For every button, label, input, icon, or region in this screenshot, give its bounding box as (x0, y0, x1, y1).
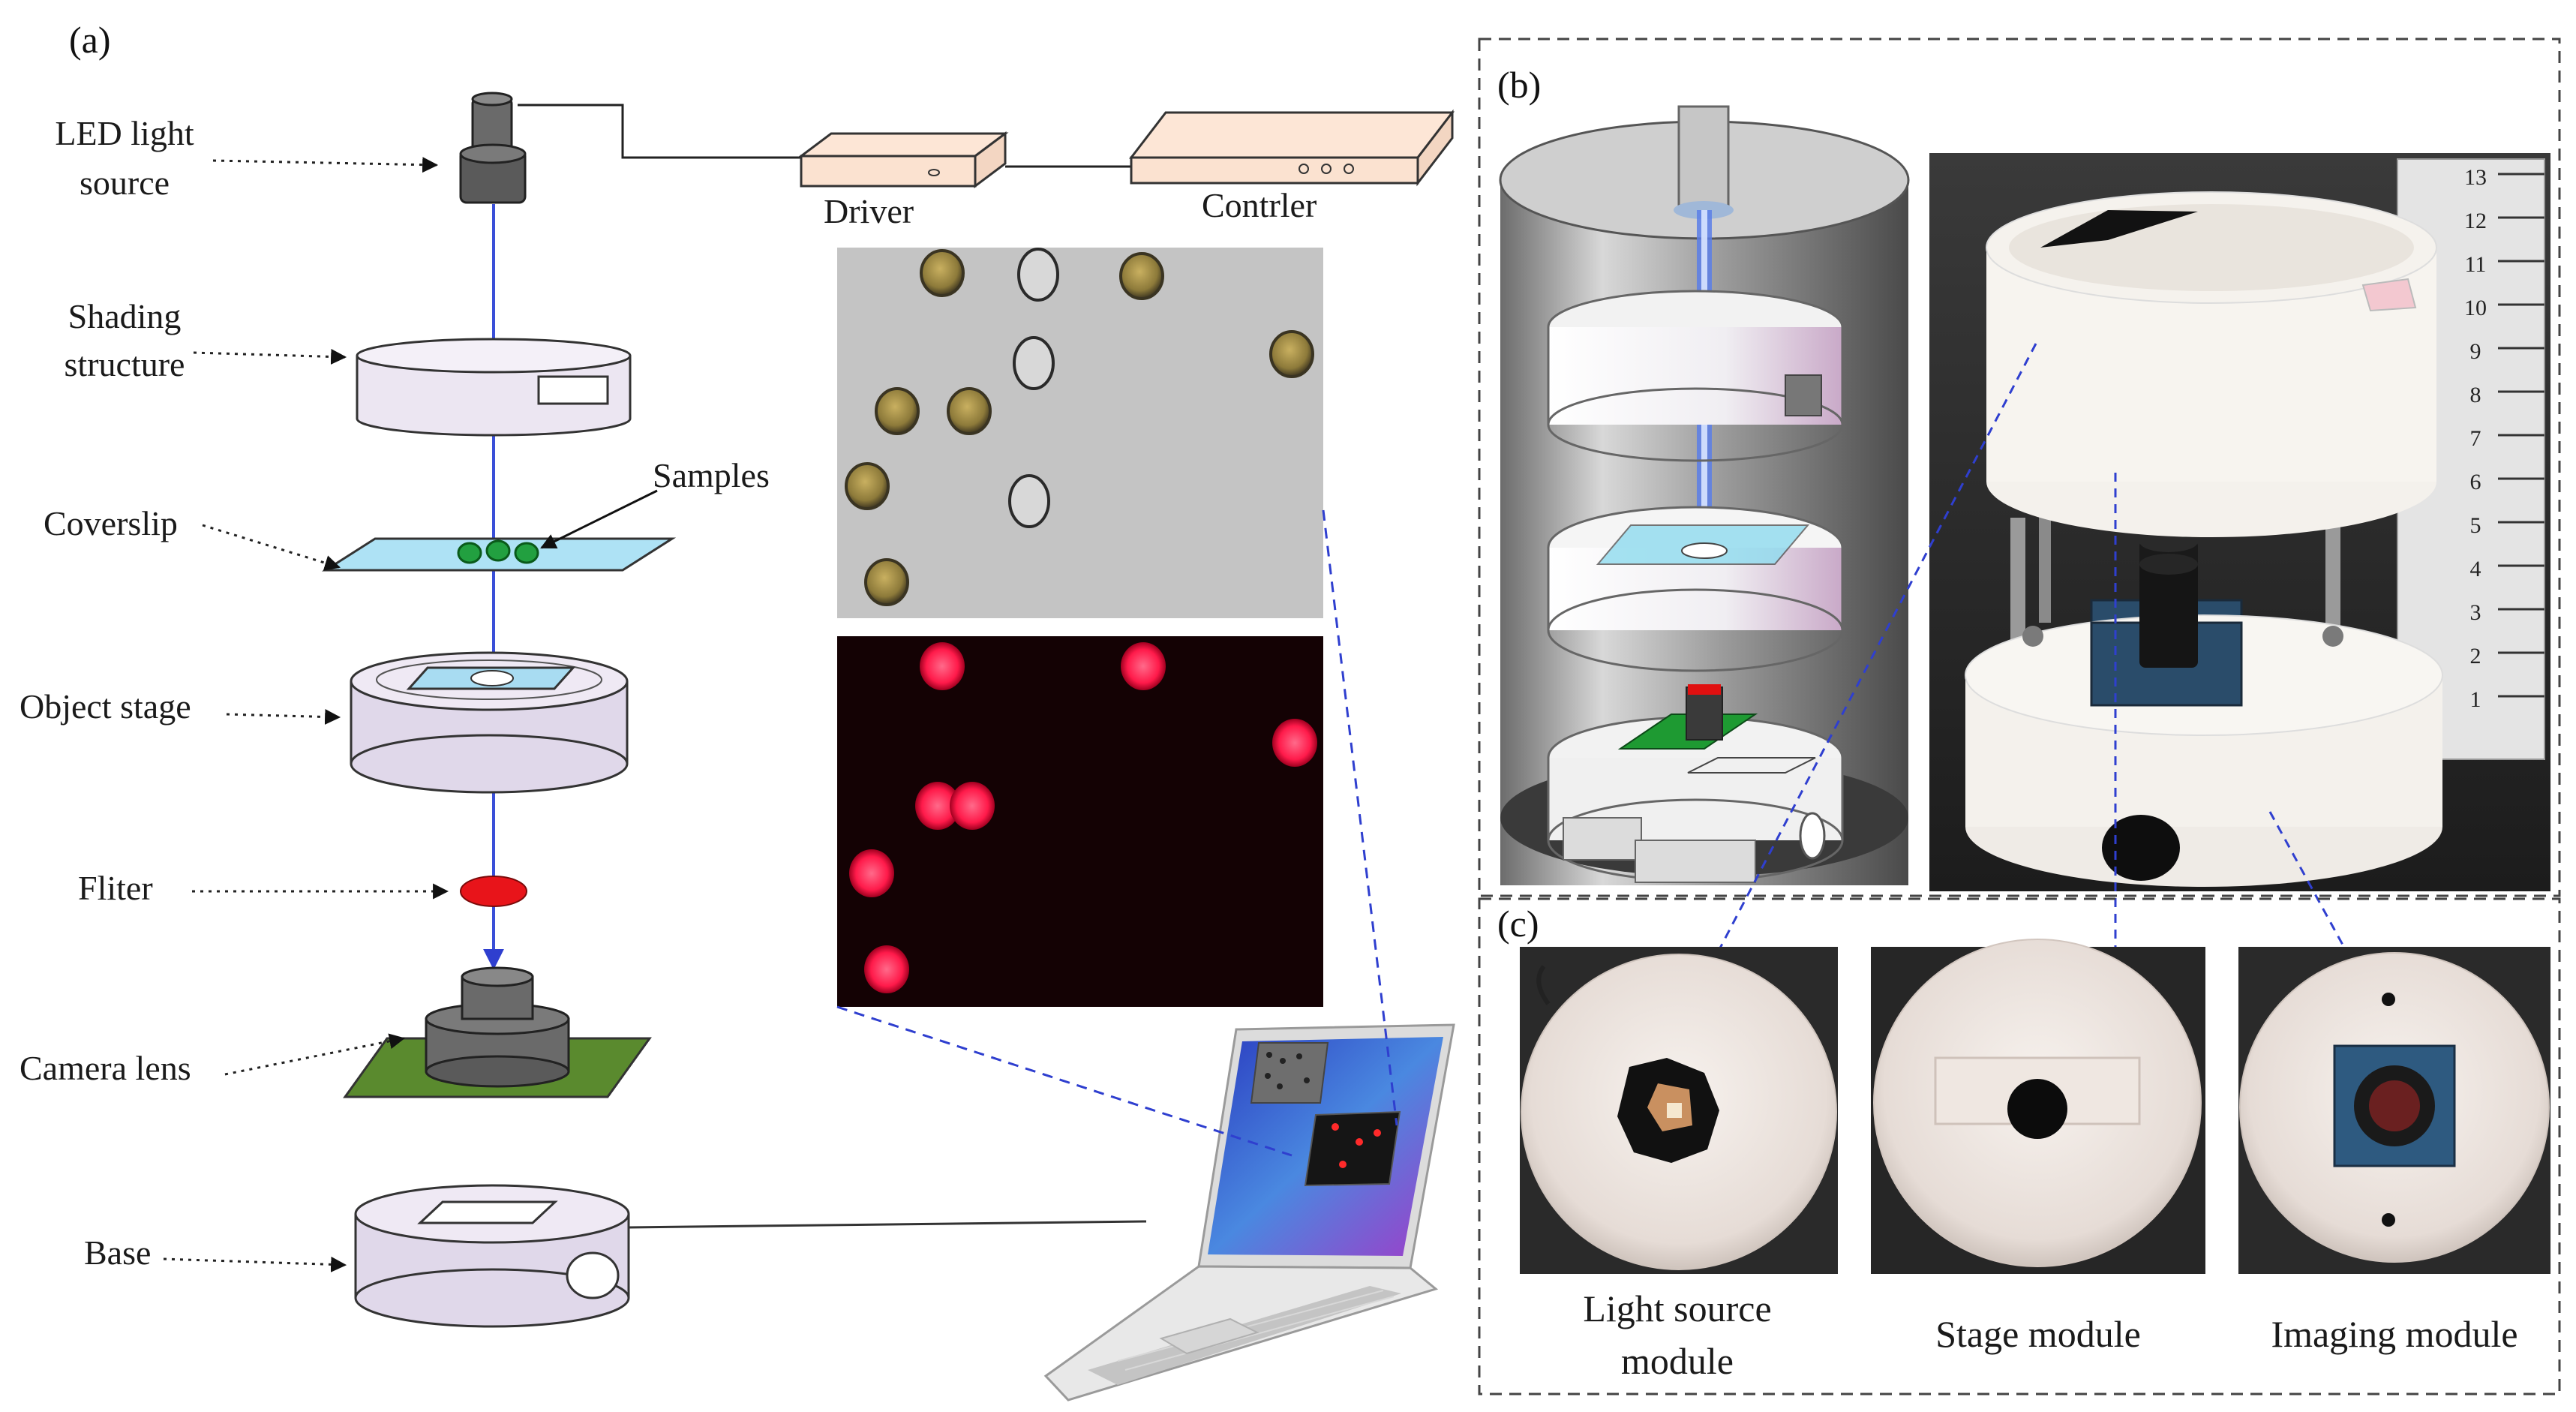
stage-module-label: Stage module (1935, 1313, 2141, 1355)
samples-icon (457, 539, 539, 564)
imaging-module-photo (2238, 947, 2550, 1274)
samples-arrow (540, 489, 658, 549)
fluorescent-cell (920, 642, 965, 690)
imaging-module-label: Imaging module (2271, 1313, 2518, 1355)
shading-label-line1: Shading (68, 297, 182, 335)
device-photo: 13 12 11 10 9 8 7 6 5 4 3 2 1 (1929, 153, 2550, 891)
panel-c-frame (1478, 897, 2561, 1395)
fluorescent-cell (849, 849, 894, 897)
fluorescence-micrograph (837, 636, 1323, 1007)
algae-cell (875, 387, 920, 435)
panel-b-label: (b) (1497, 64, 1542, 106)
controller-box (1128, 109, 1455, 187)
empty-cell (1013, 336, 1055, 390)
shading-label-line2: structure (64, 345, 185, 383)
brightfield-micrograph (837, 248, 1323, 618)
fliter-label: Fliter (78, 869, 153, 907)
panel-a-label: (a) (69, 19, 111, 61)
driver-box (797, 131, 1009, 188)
panel-b-frame (1478, 38, 2561, 897)
led-light-source-icon (459, 92, 527, 204)
fluorescent-cell (1272, 719, 1317, 767)
ruler-number: 5 (2470, 513, 2481, 538)
ruler-number: 9 (2470, 339, 2481, 364)
empty-cell (1017, 248, 1059, 302)
algae-cell (1269, 330, 1314, 378)
algae-cell (947, 387, 992, 435)
ruler-number: 12 (2464, 209, 2487, 233)
algae-cell (864, 558, 909, 606)
algae-cell (845, 462, 890, 510)
driver-label: Driver (824, 192, 914, 230)
light-source-module-label-line1: Light source (1583, 1287, 1772, 1329)
ruler-number: 10 (2464, 296, 2487, 320)
micrograph-laptop-connectors (836, 509, 1398, 1157)
ruler-number: 8 (2470, 383, 2481, 407)
camera-lens-label: Camera lens (20, 1049, 191, 1087)
ruler-number: 2 (2470, 644, 2481, 668)
ruler-number: 7 (2470, 426, 2481, 451)
filter-icon (460, 876, 527, 907)
ruler-number: 4 (2470, 557, 2481, 581)
coverslip-label: Coverslip (44, 504, 178, 542)
schematic-leader-lines (163, 157, 449, 1272)
light-source-module-label-line2: module (1621, 1340, 1734, 1382)
fluorescent-cell (950, 782, 995, 830)
cad-render (1499, 105, 1910, 885)
ruler-number: 1 (2470, 687, 2481, 712)
base-label: Base (84, 1233, 152, 1272)
empty-cell (1008, 474, 1050, 528)
laptop-icon (1043, 1023, 1455, 1401)
contrler-label: Contrler (1202, 186, 1317, 224)
fluorescent-cell (1121, 642, 1166, 690)
camera-lens-icon (343, 966, 652, 1098)
stage-module-photo (1871, 939, 2205, 1274)
base-laptop-cable (628, 1220, 1147, 1229)
fluorescent-cell (915, 782, 960, 830)
algae-cell (1119, 252, 1164, 300)
led-light-label-line2: source (79, 164, 170, 202)
led-driver-wire (518, 104, 803, 159)
object-stage-label: Object stage (20, 687, 191, 726)
ruler-number: 11 (2465, 252, 2487, 277)
light-source-module-photo (1520, 947, 1838, 1274)
ruler-number: 13 (2464, 165, 2487, 190)
fluorescent-cell (864, 945, 909, 993)
ruler-number: 3 (2470, 600, 2481, 625)
samples-label: Samples (653, 456, 770, 494)
base-icon (354, 1184, 630, 1328)
shading-structure-icon (356, 338, 632, 437)
object-stage-icon (350, 651, 629, 794)
ruler-number: 6 (2470, 470, 2481, 494)
panel-c-label: (c) (1497, 903, 1539, 945)
led-light-label-line1: LED light (55, 114, 194, 152)
algae-cell (920, 249, 965, 297)
